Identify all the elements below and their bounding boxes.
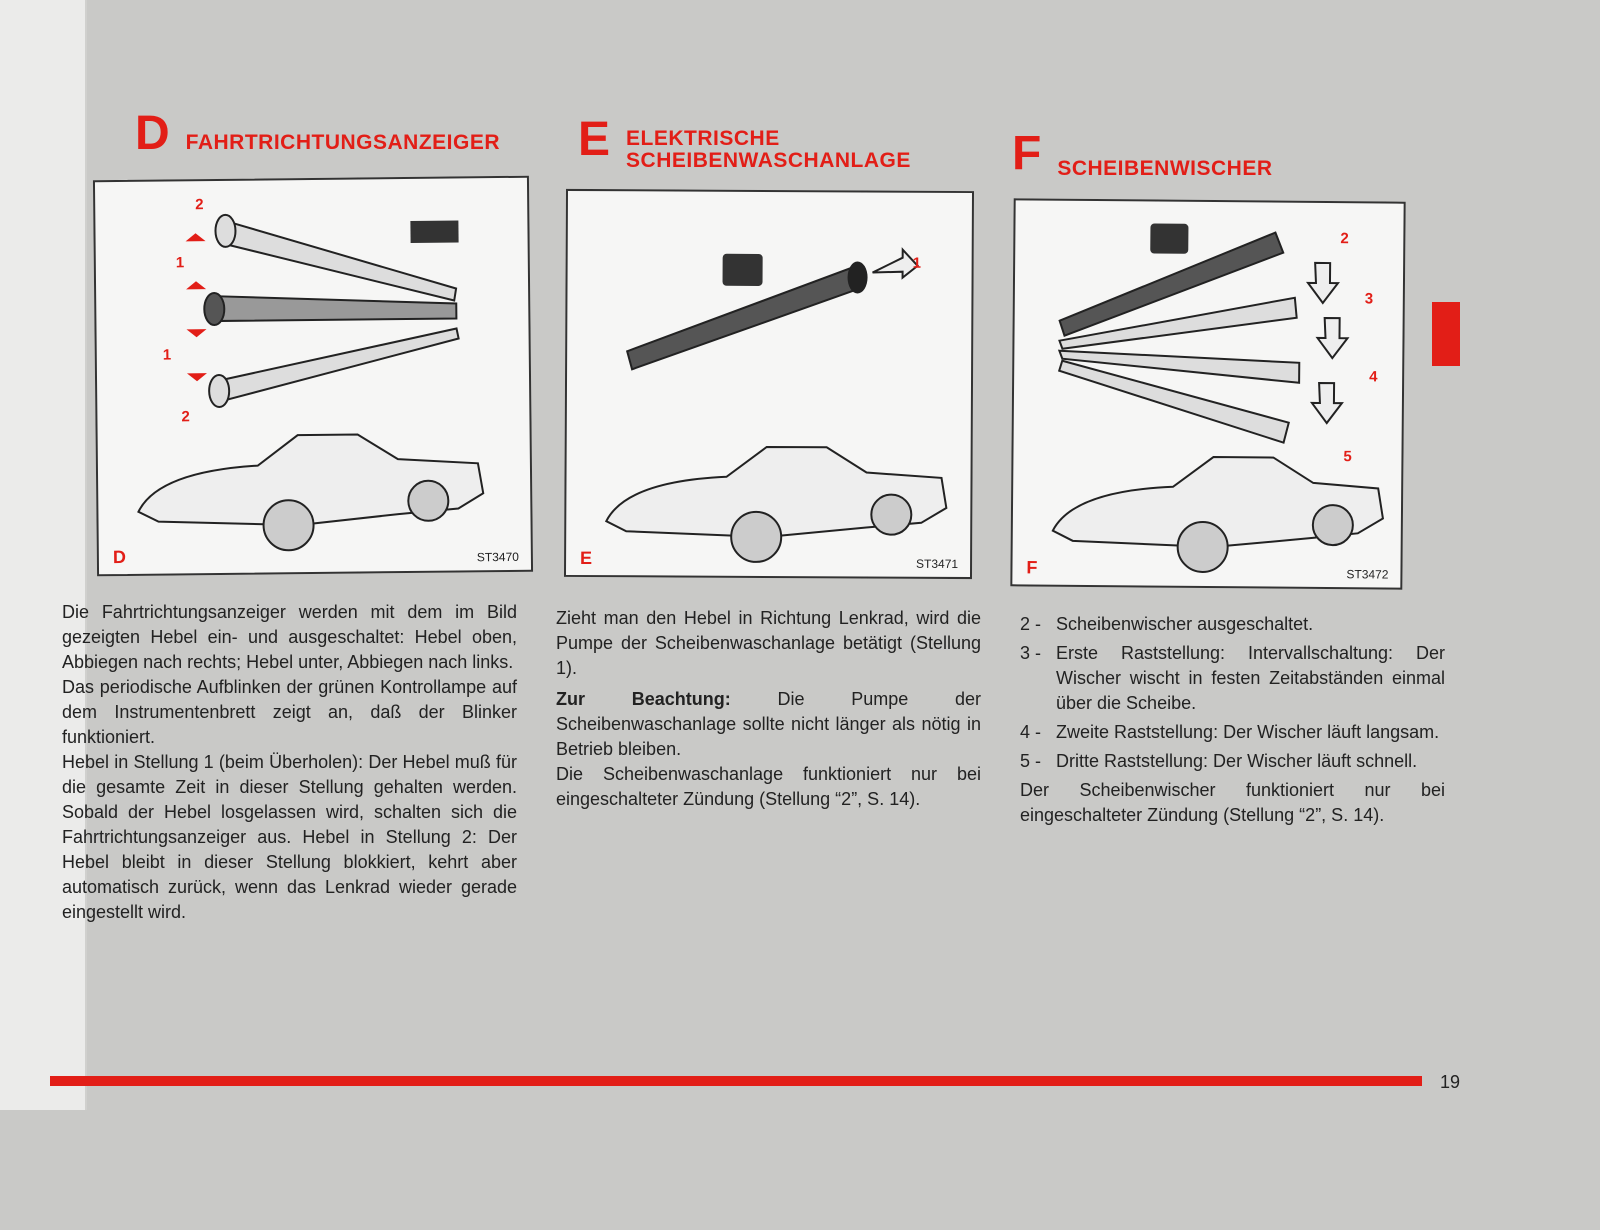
item-text: Erste Raststellung: Intervallschaltung: …: [1056, 643, 1445, 713]
position-label: 4: [1369, 368, 1378, 385]
section-f-heading: F SCHEIBENWISCHER: [1012, 127, 1273, 180]
previous-page-edge: [0, 0, 87, 1110]
item-text: Scheibenwischer ausgeschaltet.: [1056, 614, 1314, 634]
section-letter: D: [135, 107, 170, 160]
note-label: Zur Beachtung:: [556, 689, 731, 709]
section-e-text: Zieht man den Hebel in Richtung Lenkrad,…: [556, 606, 981, 812]
car-illustration: [137, 433, 485, 527]
position-label: 1: [176, 254, 185, 271]
section-d-text: Die Fahrtrichtungsanzeiger werden mit de…: [62, 600, 517, 925]
paragraph: Hebel in Stellung 1 (beim Überholen): De…: [62, 752, 517, 922]
item-number: 5 -: [1020, 751, 1042, 771]
paragraph: Die Scheibenwaschanlage funktioniert nur…: [556, 764, 981, 809]
position-label: 2: [195, 196, 204, 213]
footer-rule: [50, 1076, 1422, 1086]
paragraph: Die Fahrtrichtungsanzeiger werden mit de…: [62, 602, 517, 672]
position-label: 2: [1340, 230, 1348, 247]
paragraph: Das periodische Aufblinken der grünen Ko…: [62, 677, 517, 747]
figure-code: ST3471: [915, 556, 959, 571]
wiper-lever-illustration: 2 3 4 5: [1051, 223, 1385, 573]
list-item: 3 - Erste Raststellung: Intervallschaltun…: [1020, 641, 1445, 716]
figure-wiper: 2 3 4 5 F ST3472: [1010, 198, 1406, 590]
paragraph: Der Scheibenwischer funktioniert nur bei…: [1020, 780, 1445, 825]
position-label: 1: [163, 346, 172, 363]
section-title: FAHRTRICHTUNGSANZEIGER: [185, 131, 501, 154]
section-title: SCHEIBENWISCHER: [1057, 157, 1273, 180]
figure-letter: E: [580, 548, 593, 569]
page-number: 19: [1440, 1072, 1461, 1092]
figure-letter: F: [1026, 557, 1038, 578]
item-text: Zweite Raststellung: Der Wischer läuft l…: [1056, 722, 1440, 742]
washer-lever-illustration: 1: [604, 247, 948, 563]
item-number: 2 -: [1020, 614, 1042, 634]
list-item: 2 - Scheibenwischer ausgeschaltet.: [1020, 612, 1445, 637]
figure-letter: D: [112, 546, 126, 568]
section-title: ELEKTRISCHE: [626, 127, 780, 150]
turn-signal-lever-illustration: 2 1 1 2: [137, 196, 485, 552]
section-tab-marker: [1432, 302, 1460, 366]
figure-washer: 1 E ST3471: [563, 188, 975, 580]
section-f-text: 2 - Scheibenwischer ausgeschaltet. 3 - Ers…: [1020, 612, 1445, 828]
position-label: 5: [1343, 448, 1351, 465]
list-item: 4 - Zweite Raststellung: Der Wischer läuf…: [1020, 720, 1445, 745]
item-number: 4 -: [1020, 722, 1042, 742]
figure-code: ST3470: [476, 549, 519, 565]
paragraph: Zieht man den Hebel in Richtung Lenkrad,…: [556, 608, 981, 678]
section-d-heading: D FAHRTRICHTUNGSANZEIGER: [135, 107, 501, 160]
item-text: Dritte Raststellung: Der Wischer läuft s…: [1056, 751, 1418, 771]
figure-turn-signal: 2 1 1 2 D ST3470: [92, 175, 534, 577]
section-title: SCHEIBENWASCHANLAGE: [626, 149, 911, 172]
position-label: 1: [913, 255, 921, 272]
section-letter: F: [1012, 127, 1042, 180]
section-letter: E: [578, 113, 611, 166]
position-label: 2: [181, 408, 190, 425]
position-label: 3: [1365, 290, 1373, 307]
list-item: 5 - Dritte Raststellung: Der Wischer läuf…: [1020, 749, 1445, 774]
note-text: Die Pumpe der Scheibenwaschanlage sollte…: [556, 689, 981, 759]
figure-code: ST3472: [1346, 567, 1389, 582]
item-number: 3 -: [1020, 643, 1042, 663]
